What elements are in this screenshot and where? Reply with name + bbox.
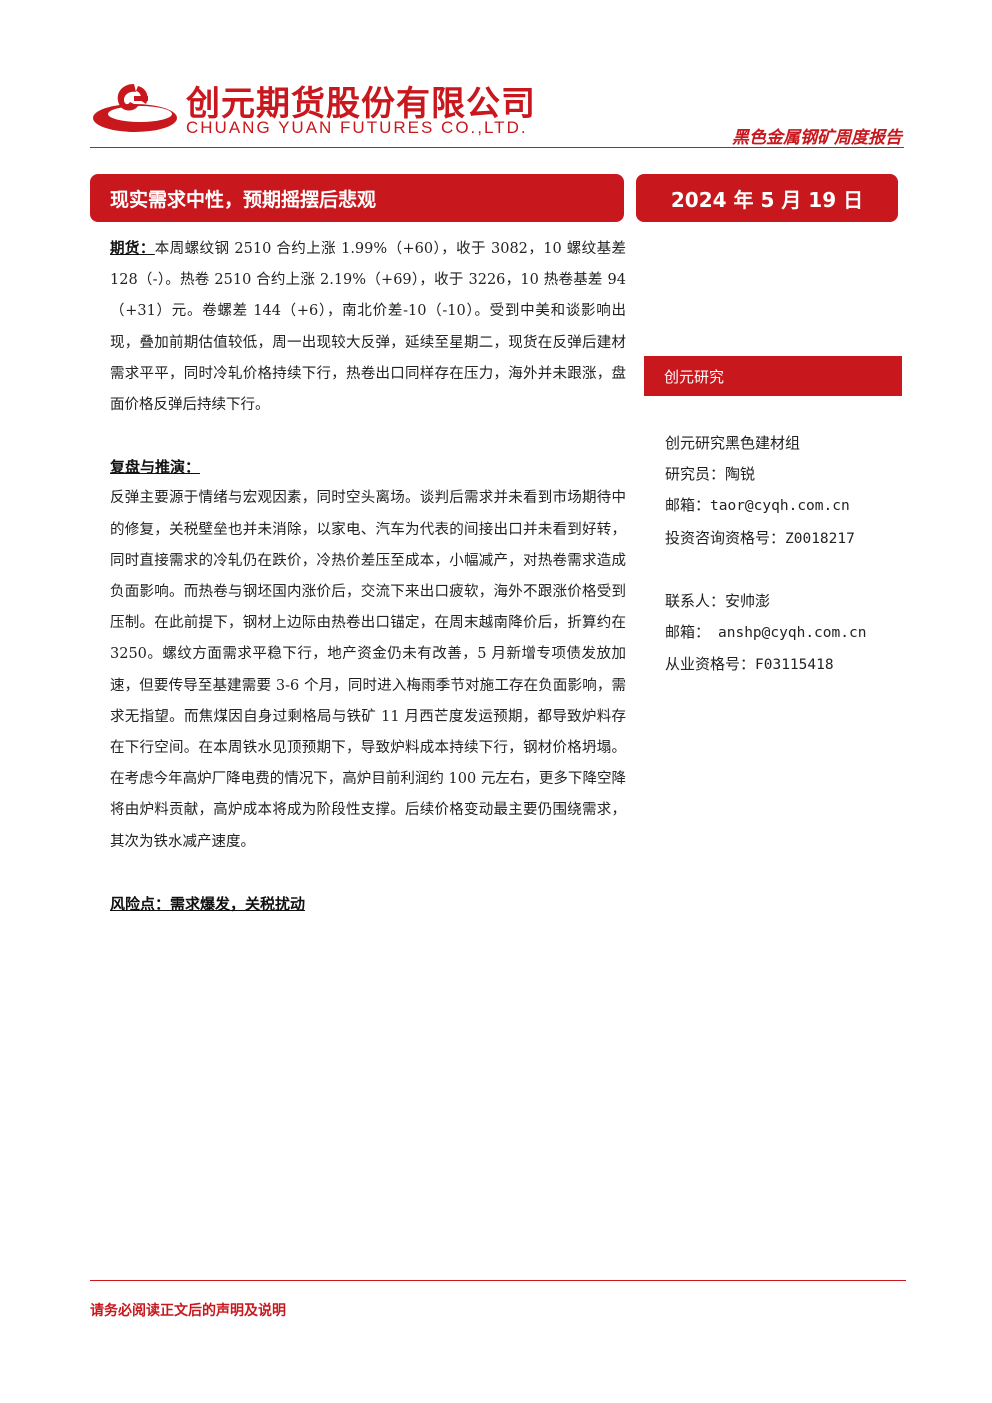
date-banner: 2024 年 5 月 19 日 xyxy=(636,174,898,222)
contact-name: 安帅澎 xyxy=(725,591,771,610)
futures-label: 期货： xyxy=(110,241,155,257)
company-name-cn: 创元期货股份有限公司 xyxy=(186,84,536,124)
qual-number: F03115418 xyxy=(755,657,834,674)
report-date: 2024 年 5 月 19 日 xyxy=(670,187,864,212)
contact-email: anshp@cyqh.com.cn xyxy=(718,625,867,642)
report-type: 黑色金属钢矿周度报告 xyxy=(732,128,902,148)
footer-disclaimer: 请务必阅读正文后的声明及说明 xyxy=(90,1303,286,1319)
analyst-info: 创元研究黑色建材组 研究员：陶锐 邮箱：taor@cyqh.com.cn 投资咨… xyxy=(665,428,905,681)
header-divider xyxy=(90,147,904,148)
researcher-name: 陶锐 xyxy=(725,465,756,484)
risk-title: 风险点：需求爆发，关税扰动 xyxy=(110,894,306,913)
research-group: 创元研究黑色建材组 xyxy=(665,434,801,452)
researcher-email: taor@cyqh.com.cn xyxy=(710,498,850,515)
sidebar-section-title: 创元研究 xyxy=(664,367,725,386)
researcher-line: 研究员：陶锐 xyxy=(665,465,756,484)
footer-divider xyxy=(90,1280,906,1281)
cert-number: Z0018217 xyxy=(785,530,855,547)
review-title: 复盘与推演： xyxy=(110,458,201,477)
email-line-2: 邮箱：anshp@cyqh.com.cn xyxy=(665,623,867,642)
review-paragraph: 反弹主要源于情绪与宏观因素，同时空头离场。谈判后需求并未看到市场期待中的修复，关… xyxy=(110,490,626,850)
company-logo-icon xyxy=(93,84,177,132)
title-banner: 现实需求中性，预期摇摆后悲观 xyxy=(90,174,624,222)
email-line-1: 邮箱：taor@cyqh.com.cn xyxy=(665,496,850,515)
cert-line: 投资咨询资格号：Z0018217 xyxy=(665,528,855,547)
qual-line: 从业资格号：F03115418 xyxy=(665,655,834,674)
company-name-en: CHUANG YUAN FUTURES CO.,LTD. xyxy=(186,118,528,137)
sidebar-section-banner: 创元研究 xyxy=(644,356,902,396)
futures-paragraph: 期货：本周螺纹钢 2510 合约上涨 1.99%（+60），收于 3082，10… xyxy=(110,234,626,421)
futures-text: 本周螺纹钢 2510 合约上涨 1.99%（+60），收于 3082，10 螺纹… xyxy=(110,241,627,414)
report-title: 现实需求中性，预期摇摆后悲观 xyxy=(110,188,377,211)
main-content: 期货：本周螺纹钢 2510 合约上涨 1.99%（+60），收于 3082，10… xyxy=(110,234,626,920)
contact-line: 联系人：安帅澎 xyxy=(665,591,771,610)
